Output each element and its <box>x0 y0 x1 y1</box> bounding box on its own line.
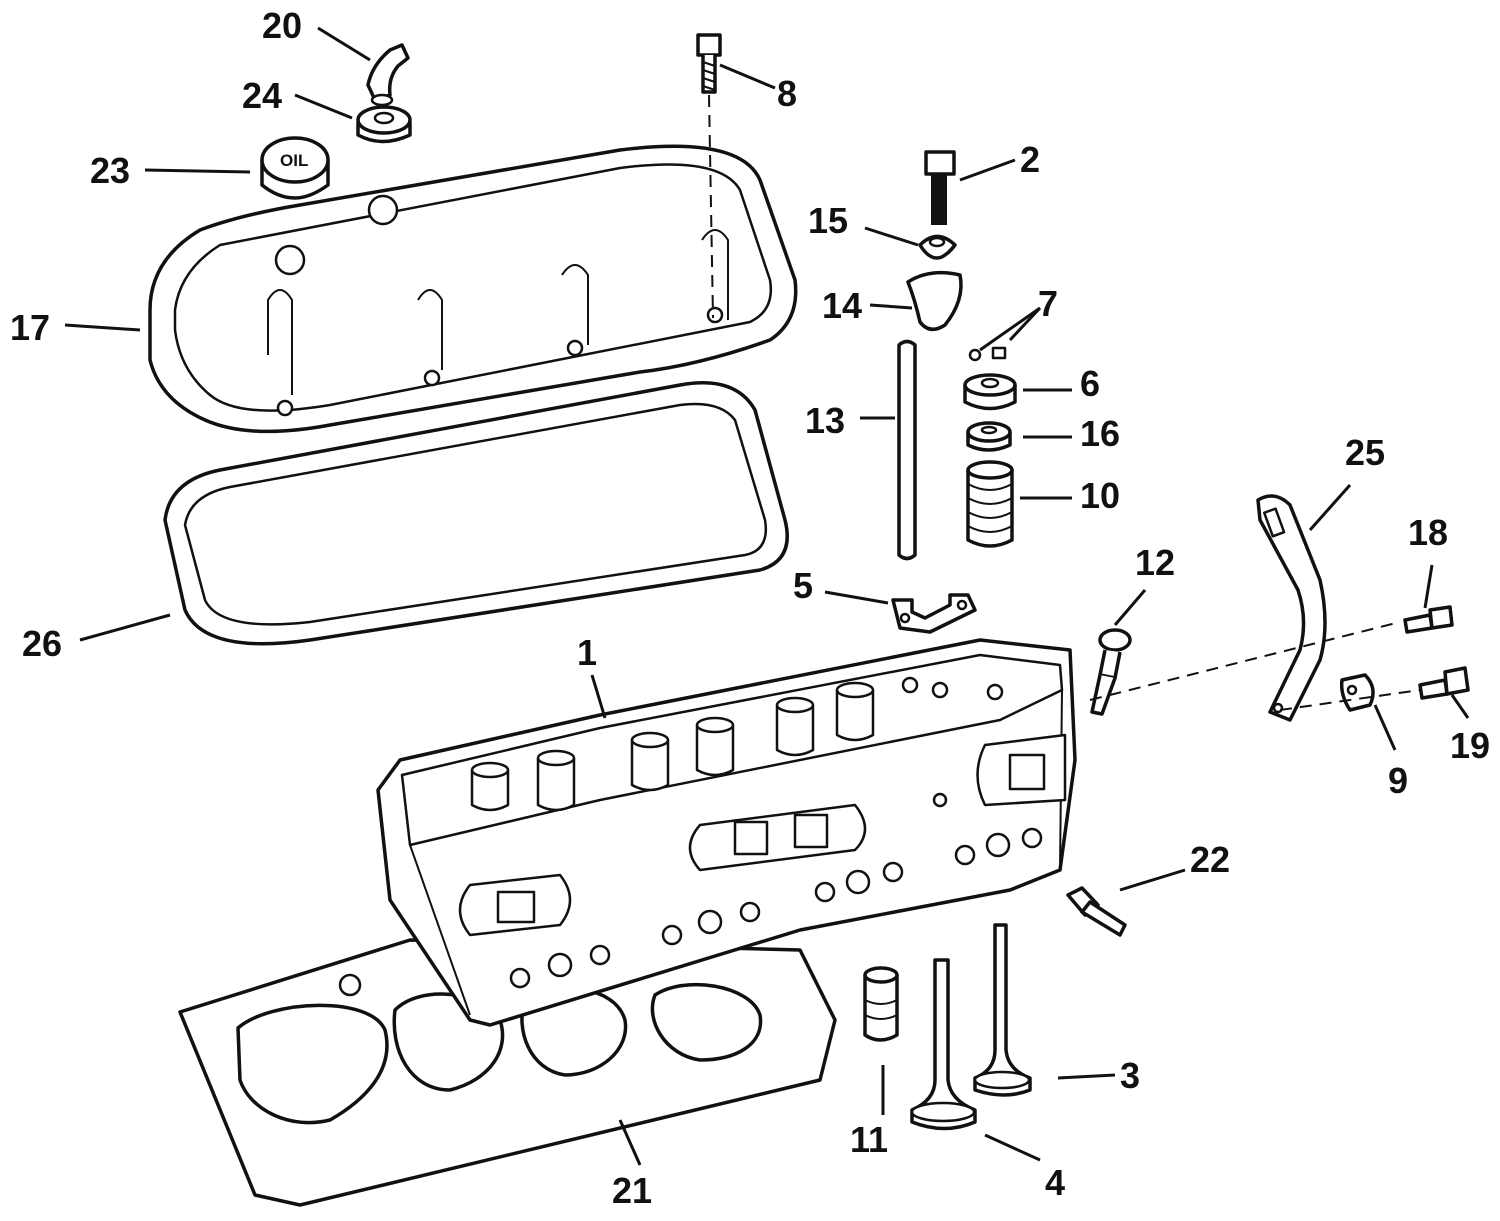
callout-9: 9 <box>1388 760 1408 801</box>
callout-12: 12 <box>1135 542 1175 583</box>
screw-18 <box>1403 605 1454 634</box>
callout-21: 21 <box>612 1170 652 1211</box>
callout-1: 1 <box>577 632 597 673</box>
oil-cap-label: OIL <box>280 151 308 170</box>
leader-lines <box>64 26 1470 1166</box>
intake-valve <box>910 958 977 1131</box>
callout-10: 10 <box>1080 475 1120 516</box>
callout-26: 26 <box>22 623 62 664</box>
rocker-bolt <box>924 150 956 225</box>
callout-15: 15 <box>808 200 848 241</box>
stud-bolt <box>1090 628 1132 716</box>
bracket <box>1256 494 1327 722</box>
rocker-arm <box>906 270 963 332</box>
callout-5: 5 <box>793 565 813 606</box>
callout-24: 24 <box>242 75 282 116</box>
callout-8: 8 <box>777 73 797 114</box>
exhaust-valve <box>973 923 1032 1097</box>
valve-cover <box>148 144 798 434</box>
pushrod <box>897 339 917 561</box>
valve-spring <box>966 460 1014 548</box>
cylinder-head <box>376 638 1077 1027</box>
callout-17: 17 <box>10 307 50 348</box>
callout-7: 7 <box>1038 283 1058 324</box>
head-gasket <box>178 938 837 1207</box>
hydraulic-lifter <box>863 966 899 1042</box>
vent-elbow <box>366 43 410 107</box>
pivot-ball <box>918 234 957 260</box>
head-valve-springs <box>470 681 875 812</box>
callout-20: 20 <box>262 5 302 46</box>
pushrod-guide-plate <box>891 593 977 634</box>
callout-23: 23 <box>90 150 130 191</box>
callout-22: 22 <box>1190 839 1230 880</box>
callout-2: 2 <box>1020 139 1040 180</box>
bolt-8 <box>696 33 722 319</box>
callout-4: 4 <box>1045 1162 1065 1203</box>
screw-19 <box>1418 666 1470 700</box>
valve-cover-gasket <box>163 381 789 646</box>
callout-19: 19 <box>1450 725 1490 766</box>
callout-6: 6 <box>1080 363 1100 404</box>
callout-18: 18 <box>1408 512 1448 553</box>
temp-sender <box>1066 886 1127 937</box>
callout-13: 13 <box>805 400 845 441</box>
callout-11: 11 <box>850 1119 888 1160</box>
callout-16: 16 <box>1080 413 1120 454</box>
valve-spring-retainer <box>963 373 1017 411</box>
valve-shield <box>966 421 1012 452</box>
callout-25: 25 <box>1345 432 1385 473</box>
callout-3: 3 <box>1120 1055 1140 1096</box>
callout-labels: 20 24 23 8 2 15 14 7 6 16 10 13 5 17 26 … <box>10 5 1490 1211</box>
clamp <box>1339 673 1375 712</box>
grommet <box>356 105 412 144</box>
valve-keepers <box>968 346 1007 362</box>
oil-filler-cap: OIL <box>260 136 330 200</box>
callout-14: 14 <box>822 285 862 326</box>
